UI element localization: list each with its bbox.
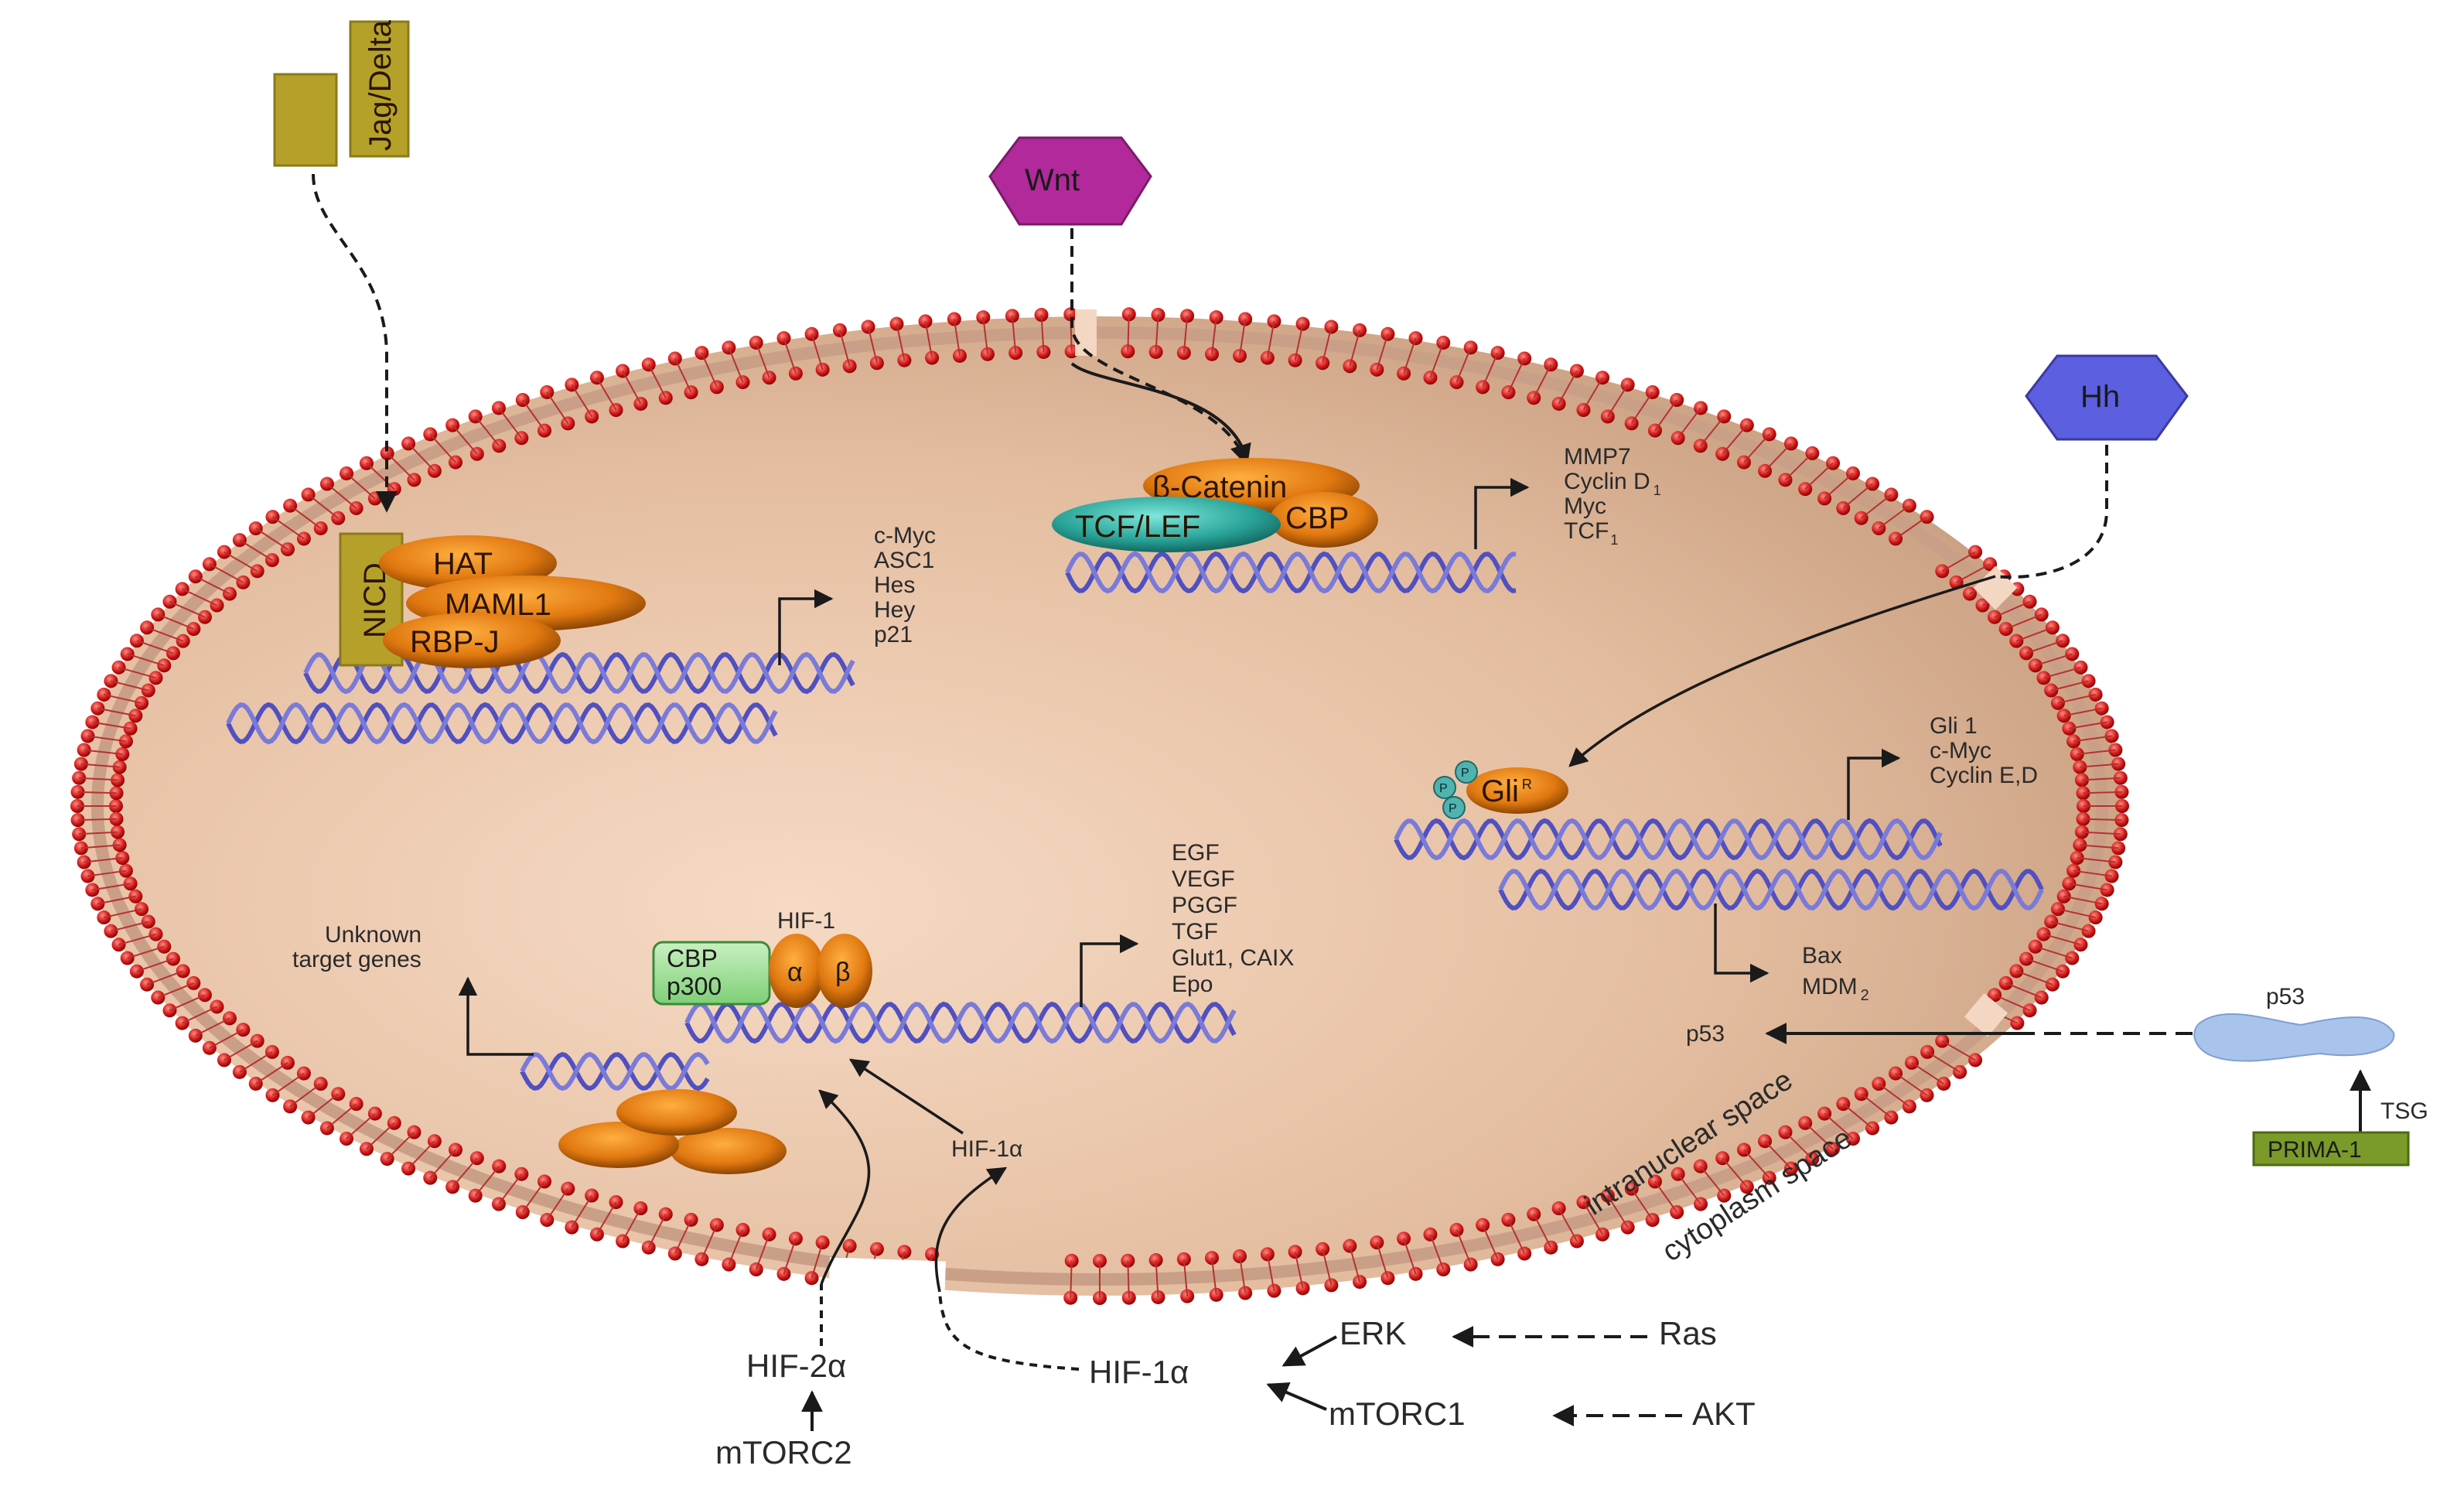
hif1a-nuclear-arrow	[934, 1167, 1008, 1293]
hif-target-arrow	[1080, 934, 1139, 1007]
notch-target: p21	[874, 622, 913, 647]
alpha-label: α	[787, 958, 803, 987]
cbp-hif-label: CBP	[667, 945, 718, 972]
wnt-signal-arrow	[1070, 228, 1251, 466]
svg-text:P: P	[1461, 767, 1469, 780]
tcf-lef-label: TCF/LEF	[1075, 510, 1200, 544]
p53-target-arrow	[1714, 904, 1770, 983]
mtorc2-label: mTORC2	[715, 1434, 852, 1471]
mtorc1-to-hif1a-arrow	[1266, 1382, 1327, 1411]
unknown-label: Unknown	[325, 922, 421, 948]
p53-external: p53	[2193, 984, 2395, 1062]
hif2a-nuclear-arrow	[818, 1089, 871, 1285]
hif-target: TGF	[1172, 919, 1218, 945]
wnt-label: Wnt	[1025, 163, 1080, 197]
mtorc1-label: mTORC1	[1329, 1395, 1466, 1432]
hh-gli-arrow	[1568, 575, 1996, 767]
dna-strands	[226, 551, 2044, 1091]
notch-complex: NICD HAT MAML1 RBP-J	[339, 532, 646, 668]
hif1a-label: HIF-1α	[1089, 1354, 1189, 1390]
p53-target: Bax	[1802, 943, 1842, 968]
notch-target: c-Myc	[874, 523, 936, 548]
nuclear-membrane	[70, 307, 2129, 1305]
dna-helix	[1065, 551, 1517, 594]
hif-target: PGGF	[1172, 893, 1237, 918]
wnt-target-arrow	[1474, 477, 1530, 549]
gli-target: c-Myc	[1930, 738, 1991, 763]
hif-complex: CBP p300 α β HIF-1	[652, 908, 872, 1008]
erk-label: ERK	[1340, 1315, 1406, 1351]
wnt-ligand: Wnt	[988, 136, 1152, 226]
notch-signal-arrow	[312, 173, 398, 513]
erk-to-hif1a-arrow	[1281, 1335, 1337, 1367]
rbpj-label: RBP-J	[410, 625, 500, 659]
unknown-target-arrow	[458, 976, 534, 1056]
nucleus-body	[79, 316, 2121, 1296]
hh-signal-arrow	[1995, 445, 2108, 579]
hif-target: EGF	[1172, 840, 1220, 866]
notch-target: Hes	[874, 572, 915, 598]
wnt-target: Myc	[1564, 494, 1606, 519]
prima1-label: PRIMA-1	[2268, 1137, 2362, 1163]
hif-target: VEGF	[1172, 866, 1235, 892]
ras-label: Ras	[1659, 1315, 1717, 1351]
membrane-gaps	[828, 309, 2018, 1308]
target-genes-label: target genes	[292, 947, 421, 972]
dna-helix	[684, 1001, 1237, 1044]
notch-target-arrow	[778, 589, 834, 665]
dna-helix	[226, 702, 778, 745]
hat-label: HAT	[433, 547, 493, 581]
wnt-target: MMP7	[1564, 444, 1631, 470]
unknown-target-genes: Unknown target genes	[292, 922, 421, 972]
gli-target-list: Gli 1 c-Myc Cyclin E,D	[1930, 713, 2038, 788]
svg-text:P: P	[1449, 802, 1457, 815]
hif-target-list: EGF VEGF PGGF TGF Glut1, CAIX Epo	[1172, 840, 1294, 997]
hh-label: Hh	[2080, 380, 2120, 414]
svg-text:P: P	[1439, 782, 1448, 795]
tsg-label: TSG	[2380, 1098, 2428, 1124]
beta-label: β	[835, 958, 851, 987]
dna-helix	[1394, 818, 1943, 861]
p300-label: p300	[667, 972, 722, 1000]
hif1a-entry-path	[938, 1291, 1080, 1371]
notch-target-list: c-Myc ASC1 Hes Hey p21	[874, 523, 936, 647]
hif2a-label: HIF-2α	[746, 1348, 846, 1384]
wnt-complex: β-Catenin TCF/LEF CBP	[1052, 458, 1378, 552]
hif1-label: HIF-1	[777, 908, 835, 934]
hif2-complex	[558, 1089, 787, 1174]
gli-target: Cyclin E,D	[1930, 763, 2038, 788]
p53-inside-label: p53	[1686, 1021, 1725, 1047]
hif-target: Glut1, CAIX	[1172, 945, 1294, 971]
dna-helix	[1498, 868, 2044, 911]
gli-target-arrow	[1847, 748, 1901, 820]
p53-protein-shape	[2193, 1013, 2395, 1062]
jag-delta-label: Jag/Delta	[363, 19, 398, 151]
dna-helix	[520, 1051, 710, 1091]
hh-ligand: Hh	[2025, 354, 2189, 441]
gli-target: Gli 1	[1930, 713, 1978, 739]
phospho-beads: P P P	[1433, 760, 1478, 819]
akt-label: AKT	[1692, 1395, 1756, 1432]
cbp-label: CBP	[1285, 501, 1349, 535]
notch-target: Hey	[874, 597, 915, 623]
hif1a-inside-arrow	[848, 1058, 964, 1135]
notch-target: ASC1	[874, 548, 934, 573]
jag-delta-ligand: Jag/Delta	[273, 19, 410, 167]
prima1-box: PRIMA-1	[2252, 1131, 2410, 1167]
nicd-label: NICD	[358, 562, 392, 638]
p53-ext-label: p53	[2266, 984, 2305, 1009]
hif1a-inside-label: HIF-1α	[951, 1136, 1022, 1162]
hif-target: Epo	[1172, 972, 1213, 997]
